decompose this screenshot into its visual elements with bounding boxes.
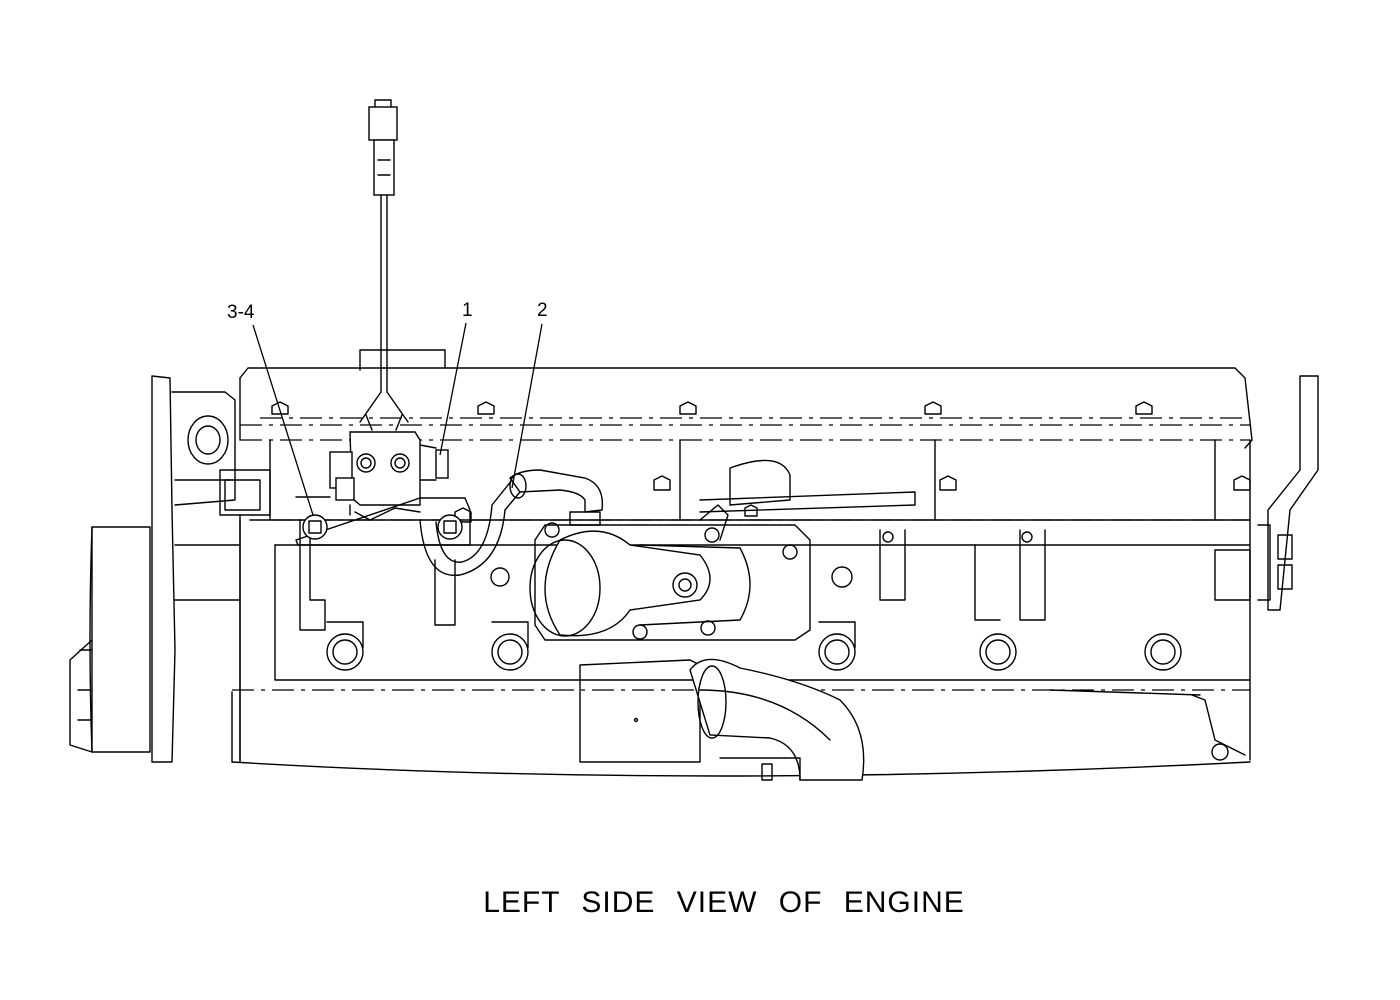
leader-3-4 [252,324,314,516]
front-bracket [1257,375,1319,611]
sensor-harness [329,99,449,521]
water-outlet-housing [529,459,916,641]
hose [419,469,604,577]
callout-label-1: 1 [462,300,473,321]
block-bosses [326,621,1182,671]
engine-block [231,439,1251,777]
view-caption: LEFT SIDE VIEW OF ENGINE [483,886,965,919]
callout-label-2: 2 [537,300,548,321]
callout-leaders [252,322,543,516]
water-elbow [579,658,1201,781]
callout-label-3-4: 3-4 [227,302,255,323]
cover-bolts [271,401,1153,415]
leader-1 [439,322,467,456]
mounting-plate [295,496,471,546]
leader-2 [511,323,543,489]
